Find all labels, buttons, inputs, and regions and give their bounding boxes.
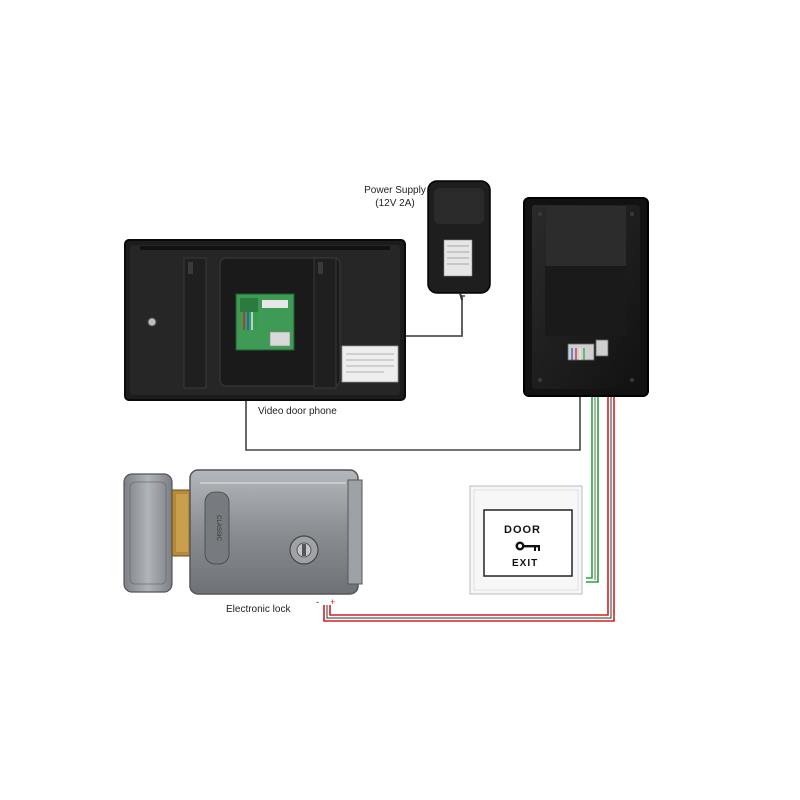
wire-red-lock-1 [329, 356, 609, 616]
monitor-screw [147, 317, 157, 327]
power-supply [427, 180, 491, 301]
electronic-lock: CLASSIC [123, 469, 363, 595]
indoor-monitor [124, 239, 406, 401]
power-supply-rating: (12V 2A) [375, 198, 415, 209]
svg-text:CLASSIC: CLASSIC [215, 515, 221, 541]
power-supply-title: Power Supply [364, 185, 426, 196]
exit-button-door-text: DOOR [504, 524, 541, 536]
exit-button [469, 485, 583, 595]
key-icon [515, 541, 540, 551]
power-supply-label: Power Supply (12V 2A) [350, 184, 440, 210]
wire-green-exit-2 [586, 358, 599, 583]
polarity-neg-label: - [316, 597, 319, 607]
wire-red-lock-2 [323, 354, 615, 622]
wire-black-lock [326, 355, 612, 619]
outdoor-panel [523, 197, 649, 397]
panel-camera-area [546, 206, 626, 266]
video-door-phone-label: Video door phone [258, 406, 337, 417]
polarity-pos-label: + [330, 597, 336, 607]
panel-terminal-block [567, 343, 595, 361]
electronic-lock-label: Electronic lock [226, 604, 291, 615]
wire-green-exit-1 [586, 360, 593, 579]
lock-keeper [123, 473, 173, 593]
exit-button-exit-text: EXIT [512, 558, 539, 569]
monitor-sticker [341, 345, 399, 383]
